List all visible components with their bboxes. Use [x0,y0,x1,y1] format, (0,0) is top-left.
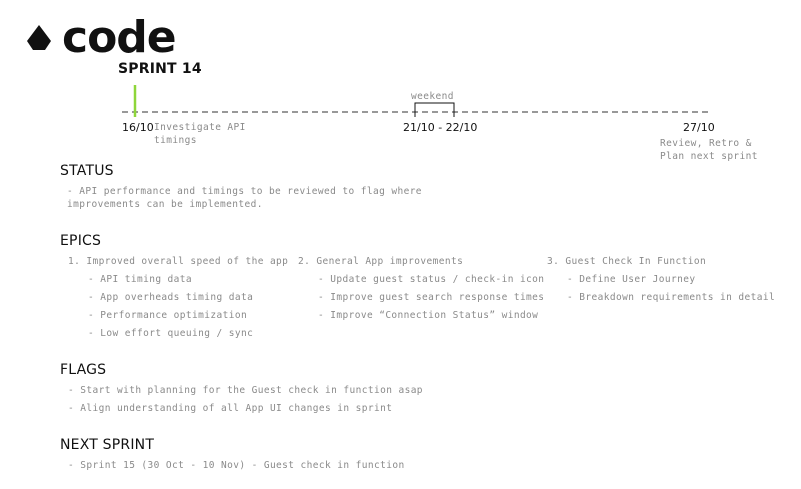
epic-2-item: - Update guest status / check-in icon [318,274,545,285]
timeline-end-note: Review, Retro & Plan next sprint [660,138,758,162]
epic-2-item: - Improve “Connection Status” window [318,310,539,321]
logo-text: code [62,12,177,63]
epic-1-item: - Performance optimization [88,310,248,321]
timeline-start-date: 16/10 [122,121,154,134]
brand-logo: code [24,12,177,63]
sprint-timeline [122,85,712,117]
flag-item: - Start with planning for the Guest chec… [68,385,423,396]
epic-3-item: - Define User Journey [567,274,696,285]
diamond-logo-icon [27,25,51,50]
epic-1-item: - API timing data [88,274,193,285]
timeline-start-note: Investigate API timings [154,122,246,146]
timeline-end-date: 27/10 [683,121,715,134]
status-text: - API performance and timings to be revi… [67,186,422,210]
epic-1-item: - App overheads timing data [88,292,254,303]
next-sprint-item: - Sprint 15 (30 Oct - 10 Nov) - Guest ch… [68,460,405,471]
weekend-label: weekend [411,91,454,102]
epic-3-title: 3. Guest Check In Function [547,256,707,267]
sprint-title: SPRINT 14 [118,61,202,77]
epic-1-title: 1. Improved overall speed of the app [68,256,289,267]
status-heading: STATUS [60,163,114,179]
epic-1-item: - Low effort queuing / sync [88,328,254,339]
next-sprint-heading: NEXT SPRINT [60,437,155,453]
epics-heading: EPICS [60,233,102,249]
weekend-bracket [414,102,455,117]
flag-item: - Align understanding of all App UI chan… [68,403,393,414]
weekend-dates: 21/10 - 22/10 [403,121,478,134]
epic-2-title: 2. General App improvements [298,256,464,267]
epic-2-item: - Improve guest search response times [318,292,545,303]
flags-heading: FLAGS [60,362,107,378]
epic-3-item: - Breakdown requirements in detail [567,292,776,303]
